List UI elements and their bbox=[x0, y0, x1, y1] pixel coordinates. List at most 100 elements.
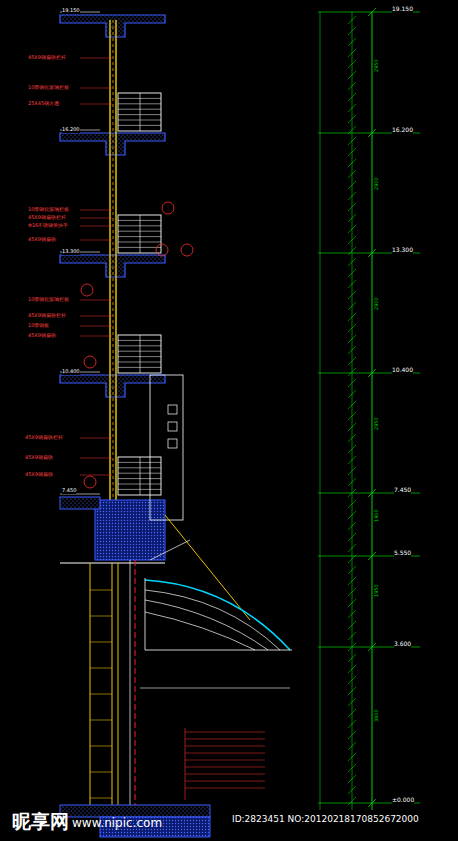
callout-note: 45X9钢扁铁栏杆 bbox=[28, 215, 66, 221]
elevation-mark: 7.450 bbox=[62, 488, 76, 494]
rail-post bbox=[140, 457, 141, 495]
wall-core bbox=[113, 20, 114, 500]
dim-tick bbox=[348, 335, 356, 343]
dim-tick bbox=[348, 247, 356, 255]
callout-note: 45X9钢扁铁栏杆 bbox=[25, 435, 63, 441]
window bbox=[168, 422, 177, 431]
detail-mark bbox=[84, 356, 96, 368]
ground-slab bbox=[60, 805, 210, 817]
leader-line bbox=[80, 88, 112, 89]
dim-tick bbox=[348, 764, 356, 772]
rail-bar bbox=[118, 340, 161, 341]
mullions bbox=[90, 590, 112, 798]
column-line bbox=[90, 563, 91, 805]
rail-bar bbox=[118, 231, 161, 232]
window bbox=[168, 405, 177, 414]
mullion bbox=[90, 694, 112, 695]
dim-tick bbox=[348, 214, 356, 222]
rail-post bbox=[140, 215, 141, 253]
dim-tick bbox=[348, 676, 356, 684]
detail-mark bbox=[181, 244, 193, 256]
dim-tick bbox=[368, 369, 376, 377]
callout-note: 10厚钢化玻璃栏板 bbox=[28, 297, 69, 303]
watermark: ID:2823451 NO:20120218170852672000 bbox=[232, 815, 419, 825]
elevation-mark: 16.200 bbox=[62, 127, 80, 133]
callout-note: Φ16不锈钢管扶手 bbox=[28, 223, 68, 229]
rail-bar bbox=[118, 98, 161, 99]
callout-note: 45X9钢扁铁 bbox=[25, 455, 53, 461]
elevation-mark: ±0.000 bbox=[392, 797, 414, 804]
dim-tick bbox=[348, 412, 356, 420]
dim-tick bbox=[348, 27, 356, 35]
dim-tick bbox=[348, 71, 356, 79]
dim-tick bbox=[348, 566, 356, 574]
dim-tick bbox=[348, 489, 356, 497]
dim-tick bbox=[348, 500, 356, 508]
dim-tick bbox=[348, 731, 356, 739]
railing bbox=[118, 457, 161, 495]
canopy-glass bbox=[145, 580, 290, 650]
dim-tick bbox=[348, 324, 356, 332]
dim-tick bbox=[348, 687, 356, 695]
slab bbox=[60, 497, 100, 509]
dim-tick bbox=[348, 742, 356, 750]
elevation-mark: 10.400 bbox=[62, 369, 80, 375]
dim-tick bbox=[348, 148, 356, 156]
mullion bbox=[90, 616, 112, 617]
dim-tick bbox=[348, 170, 356, 178]
dimension: 2900 bbox=[374, 297, 380, 310]
dim-tick bbox=[348, 665, 356, 673]
watermark: 昵享网 bbox=[12, 811, 69, 832]
beam-block bbox=[95, 500, 165, 560]
dim-tick bbox=[348, 390, 356, 398]
callout-note: 45X9钢扁铁栏杆 bbox=[28, 55, 66, 61]
dimension: 1950 bbox=[374, 584, 380, 597]
detail-mark bbox=[81, 284, 93, 296]
rail-bar bbox=[118, 236, 161, 237]
note-leader bbox=[185, 753, 265, 754]
rail-bar bbox=[118, 242, 161, 243]
dim-tick bbox=[348, 533, 356, 541]
callout-note: 45X9钢扁铁 bbox=[25, 472, 53, 478]
dimension-line bbox=[372, 12, 373, 810]
rail-bar bbox=[118, 478, 161, 479]
rail-bar bbox=[118, 345, 161, 346]
dim-tick bbox=[348, 522, 356, 530]
callout-note: 10厚钢板 bbox=[28, 323, 49, 329]
rail-bar bbox=[118, 356, 161, 357]
watermark: www.nipic.com bbox=[72, 817, 162, 830]
dim-tick bbox=[348, 49, 356, 57]
dim-tick bbox=[348, 379, 356, 387]
dimension: 2950 bbox=[374, 417, 380, 430]
dim-tick bbox=[348, 16, 356, 24]
dim-tick bbox=[348, 621, 356, 629]
callout-note: 45X9钢扁铁 bbox=[28, 333, 56, 339]
rail-bar bbox=[118, 125, 161, 126]
dim-tick bbox=[348, 203, 356, 211]
dim-tick bbox=[348, 654, 356, 662]
dim-tick bbox=[348, 544, 356, 552]
dimension: 2950 bbox=[374, 59, 380, 72]
elevation-mark: 3.600 bbox=[394, 641, 411, 648]
note-leader bbox=[185, 732, 265, 733]
leader-line bbox=[80, 226, 112, 227]
dim-tick bbox=[348, 93, 356, 101]
canopy-edge bbox=[145, 650, 292, 651]
elevation-mark: 5.550 bbox=[394, 550, 411, 557]
note-leader bbox=[185, 788, 265, 789]
rail-post bbox=[140, 335, 141, 373]
column-line bbox=[112, 563, 113, 805]
mullion bbox=[90, 772, 112, 773]
note-lines bbox=[185, 728, 265, 800]
dim-tick bbox=[348, 467, 356, 475]
panel bbox=[150, 375, 183, 520]
leader-line bbox=[80, 104, 112, 105]
rail-bar bbox=[118, 489, 161, 490]
railing bbox=[118, 215, 161, 253]
callout-note: 45X9钢扁铁栏杆 bbox=[28, 313, 66, 319]
note-leader bbox=[185, 774, 265, 775]
dim-tick bbox=[368, 8, 376, 16]
glass-line bbox=[135, 560, 136, 830]
callout-note: 45X9钢扁铁 bbox=[28, 237, 56, 243]
bracket bbox=[150, 540, 190, 560]
